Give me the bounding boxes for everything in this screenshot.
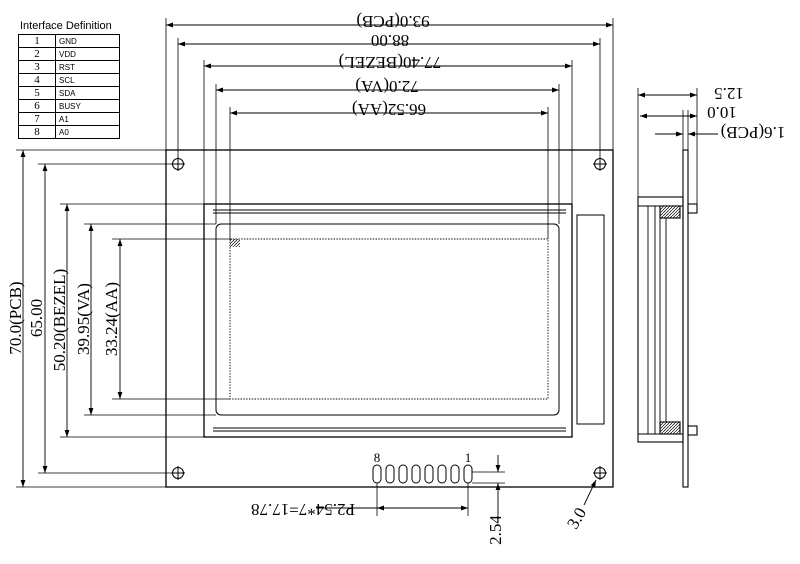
- pin-label-first: 1: [465, 450, 472, 465]
- active-area-corner: [230, 239, 240, 247]
- dimension-labels: 93.0(PCB) 88.00 77.40(BEZEL) 72.0(VA) 66…: [6, 12, 785, 545]
- front-view: [165, 149, 614, 488]
- label-width-bezel: 77.40(BEZEL): [339, 53, 441, 72]
- dim-line-hole: [583, 479, 597, 506]
- active-area: [229, 238, 549, 400]
- side-standoff-top: [687, 203, 698, 214]
- mounting-hole: [593, 466, 607, 480]
- label-height-holes: 65.00: [27, 299, 46, 337]
- mounting-hole: [593, 157, 607, 171]
- side-pcb: [682, 149, 689, 488]
- side-module-body: [637, 196, 684, 443]
- pin-signal: A0: [55, 125, 120, 139]
- label-width-aa: 66.52(AA): [352, 100, 426, 119]
- label-side-module: 10.0: [707, 103, 737, 122]
- label-pin-pitch: P2.54*7=17.78: [251, 500, 355, 519]
- interface-title: Interface Definition: [20, 20, 112, 32]
- connector-pin: [437, 464, 447, 484]
- label-hole: 3.0: [563, 504, 590, 532]
- connector-pin: [385, 464, 395, 484]
- side-hatch-top: [659, 205, 681, 219]
- label-side-total: 12.5: [714, 84, 744, 103]
- side-hatch-bottom: [659, 421, 681, 435]
- extension-lines: [16, 18, 698, 516]
- label-height-aa: 33.24(AA): [102, 282, 121, 356]
- pcb-outline: [165, 149, 614, 488]
- label-side-pcb: 1.6(PCB): [721, 123, 786, 142]
- label-width-holes: 88.00: [371, 31, 409, 50]
- connector-pin: [424, 464, 434, 484]
- side-standoff-bottom: [687, 425, 698, 436]
- side-view: [637, 149, 698, 488]
- mounting-hole: [171, 157, 185, 171]
- backlight-tab: [576, 214, 605, 425]
- connector-pins: [372, 464, 473, 484]
- label-width-va: 72.0(VA): [355, 77, 418, 96]
- mounting-holes: [171, 157, 607, 480]
- label-height-pcb: 70.0(PCB): [6, 281, 25, 354]
- mounting-hole: [171, 466, 185, 480]
- pin-number: 8: [18, 125, 56, 139]
- connector-pin: [398, 464, 408, 484]
- label-width-pcb: 93.0(PCB): [356, 12, 429, 31]
- pin-label-last: 8: [374, 450, 381, 465]
- label-pin-height: 2.54: [486, 515, 505, 545]
- connector-pin: [372, 464, 382, 484]
- viewing-area: [215, 223, 560, 416]
- bezel-outline: [203, 203, 573, 438]
- connector-pin: [411, 464, 421, 484]
- label-height-va: 39.95(VA): [74, 283, 93, 355]
- dimension-lines: [20, 22, 718, 515]
- label-height-bezel: 50.20(BEZEL): [50, 269, 69, 371]
- connector-pin: [463, 464, 473, 484]
- connector-pin: [450, 464, 460, 484]
